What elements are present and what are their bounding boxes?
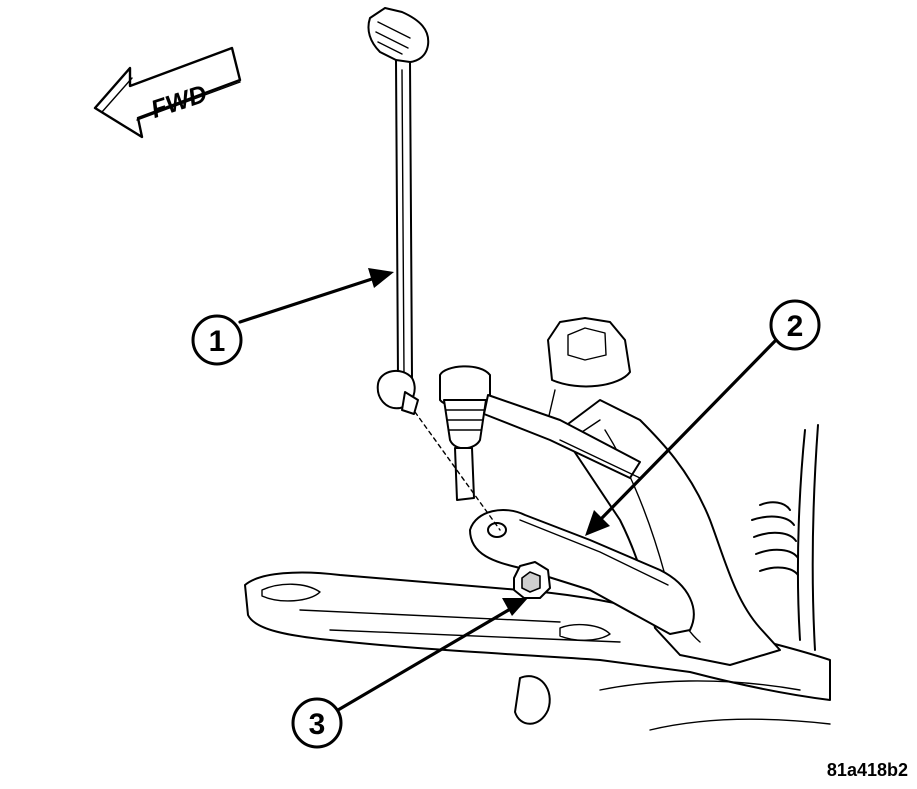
- callout-1-number: 1: [209, 325, 226, 358]
- lower-control-arm: [244, 571, 831, 731]
- callout-2: 2: [769, 299, 821, 351]
- leader-arrow-3: [336, 598, 528, 712]
- stabilizer-bar-arm: [469, 509, 695, 635]
- callout-2-number: 2: [787, 310, 804, 343]
- fwd-direction-arrow: FWD: [93, 46, 242, 139]
- tie-rod-assembly: [439, 365, 641, 501]
- leader-arrow-2: [585, 338, 778, 536]
- stabilizer-link: [367, 7, 501, 531]
- nut: [513, 561, 551, 599]
- figure-code: 81a418b2: [827, 760, 908, 780]
- leader-arrow-1: [238, 268, 394, 324]
- callout-3-number: 3: [309, 708, 326, 741]
- callout-1: 1: [191, 314, 243, 366]
- callout-3: 3: [291, 697, 343, 749]
